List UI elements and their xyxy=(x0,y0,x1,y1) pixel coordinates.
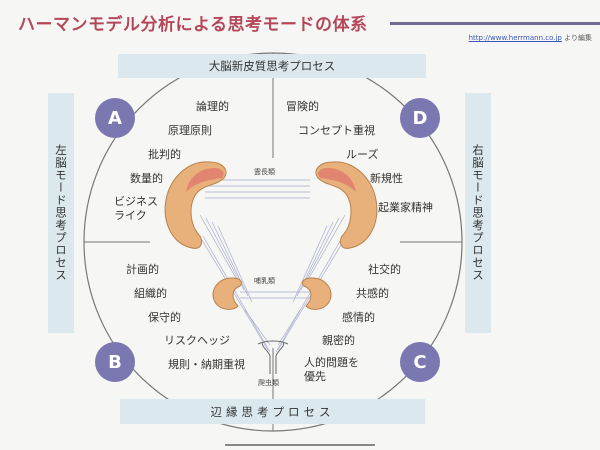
trait-b-5: 規則・納期重視 xyxy=(168,358,245,371)
limbic-left xyxy=(212,277,243,310)
banner-limbic: 辺縁思考プロセス xyxy=(120,399,425,424)
trait-b-2: 組織的 xyxy=(134,287,167,300)
banner-left-brain: 左脳モード思考プロセス xyxy=(48,93,74,333)
quadrant-b-badge: B xyxy=(95,342,135,382)
trait-c-1: 社交的 xyxy=(368,263,401,276)
label-reptile: 爬虫類 xyxy=(258,379,279,387)
label-primate: 霊長類 xyxy=(254,168,275,176)
quadrant-d-badge: D xyxy=(400,98,440,138)
trait-a-4: 数量的 xyxy=(130,172,163,185)
trait-c-5: 人的問題を 優先 xyxy=(304,356,359,383)
limbic-right xyxy=(301,277,332,310)
trait-a-5: ビジネス ライク xyxy=(114,195,158,222)
trait-a-2: 原理原則 xyxy=(168,124,212,137)
brainstem xyxy=(257,340,289,374)
title-underline xyxy=(390,22,600,25)
quadrant-c-badge: C xyxy=(400,342,440,382)
trait-d-3: ルーズ xyxy=(346,148,379,161)
banner-right-brain: 右脳モード思考プロセス xyxy=(465,93,491,333)
trait-d-4: 新規性 xyxy=(370,172,403,185)
neocortex-right xyxy=(315,161,378,249)
trait-c-2: 共感的 xyxy=(356,287,389,300)
trait-b-4: リスクヘッジ xyxy=(164,334,230,347)
trait-d-5: 起業家精神 xyxy=(378,201,433,214)
trait-c-3: 感情的 xyxy=(342,311,375,324)
trait-c-4: 親密的 xyxy=(322,334,355,347)
source-note: http://www.herrmann.co.jp より編集 xyxy=(469,33,592,43)
trait-a-1: 論理的 xyxy=(196,100,229,113)
neocortex-left xyxy=(164,161,227,249)
trait-d-2: コンセプト重視 xyxy=(298,124,375,137)
source-suffix: より編集 xyxy=(564,34,592,42)
slide-title: ハーマンモデル分析による思考モードの体系 xyxy=(18,15,368,35)
trait-b-1: 計画的 xyxy=(126,263,159,276)
trait-b-3: 保守的 xyxy=(148,311,181,324)
source-link[interactable]: http://www.herrmann.co.jp xyxy=(468,34,562,42)
quadrant-a-badge: A xyxy=(95,98,135,138)
trait-a-3: 批判的 xyxy=(148,148,181,161)
bottom-rule xyxy=(225,444,375,446)
trait-d-1: 冒険的 xyxy=(286,100,319,113)
banner-neocortex: 大脳新皮質思考プロセス xyxy=(118,54,426,78)
label-mammal: 哺乳類 xyxy=(254,277,275,285)
